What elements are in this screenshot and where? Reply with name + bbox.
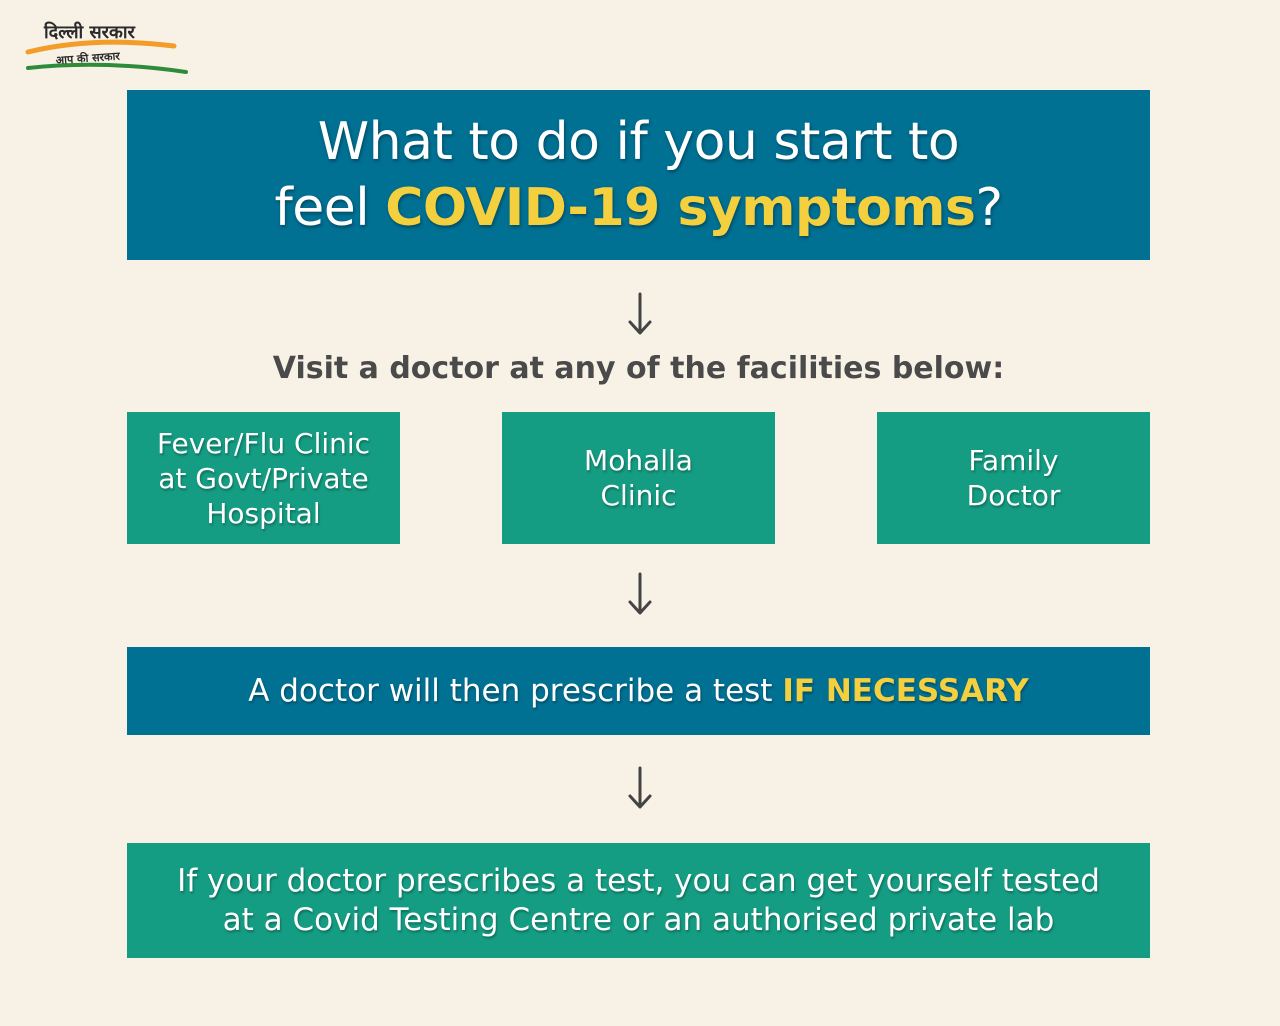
arrow-down-icon [620,292,660,336]
title-highlight: COVID-19 symptoms [385,178,976,238]
arrow-down-icon [620,572,660,616]
title-line-2-suffix: ? [975,178,1003,238]
facility-fever-flu-clinic: Fever/Flu Clinic at Govt/Private Hospita… [127,412,400,544]
testing-step: If your doctor prescribes a test, you ca… [127,843,1150,958]
testing-line-1: If your doctor prescribes a test, you ca… [177,862,1100,899]
delhi-government-logo: दिल्ली सरकार आप की सरकार [24,16,194,78]
prescription-highlight: IF NECESSARY [782,673,1029,709]
logo-tagline: आप की सरकार [55,49,120,67]
facility-label-line: at Govt/Private [158,461,369,495]
testing-line-2: at a Covid Testing Centre or an authoris… [222,901,1055,938]
facility-label-line: Clinic [600,479,677,512]
facility-mohalla-clinic: Mohalla Clinic [502,412,775,544]
facility-label-line: Fever/Flu Clinic [156,426,371,460]
instruction-text: Visit a doctor at any of the facilities … [272,351,1005,386]
facility-label-line: Family [968,444,1059,477]
page-title: What to do if you start to feel COVID-19… [127,90,1150,260]
facility-label-line: Mohalla [584,444,693,477]
prescription-step: A doctor will then prescribe a test IF N… [127,647,1150,735]
facility-label-line: Doctor [966,479,1061,512]
prescription-line: A doctor will then prescribe a test IF N… [248,671,1029,711]
title-line-2: feel COVID-19 symptoms? [274,175,1003,241]
prescription-text: A doctor will then prescribe a test [248,673,783,709]
logo-title: दिल्ली सरकार [43,21,135,43]
arrow-down-icon [620,766,660,810]
facility-label-line: Hospital [206,496,321,530]
title-line-1: What to do if you start to [317,112,960,172]
title-line-2-prefix: feel [274,178,386,238]
facility-family-doctor: Family Doctor [877,412,1150,544]
